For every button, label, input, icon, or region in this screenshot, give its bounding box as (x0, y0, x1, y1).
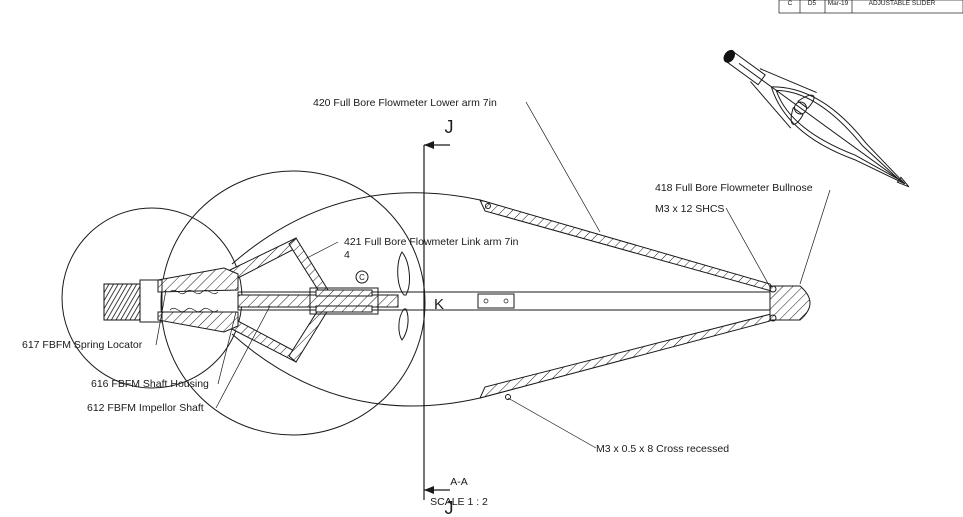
detail-circle-large (160, 170, 426, 436)
link-arm-lower-right (288, 306, 329, 363)
balloon-c (355, 270, 369, 284)
svg-text:C: C (359, 273, 365, 282)
spring-locator-knurl (103, 283, 141, 321)
section-scale: SCALE 1 : 2 (430, 496, 488, 508)
shaft-housing-lower (157, 311, 239, 333)
title-block-rev: C (788, 0, 793, 7)
callout-spring-locator: 617 FBFM Spring Locator (22, 339, 143, 351)
title-block-zone: D5 (808, 0, 817, 7)
bullnose (769, 285, 811, 321)
section-label-bottom: J (445, 498, 454, 517)
hub-housing (309, 287, 379, 315)
impellor-shaft-section (237, 294, 399, 308)
cross-recessed-screw (505, 394, 511, 400)
callout-shaft-housing: 616 FBFM Shaft Housing (91, 378, 209, 390)
callout-link-arm: 421 Full Bore Flowmeter Link arm 7in (344, 236, 519, 248)
adjustable-slider (477, 293, 515, 309)
impeller-blade-lower (398, 308, 409, 341)
detail-circle-small (61, 207, 243, 389)
callout-bullnose: 418 Full Bore Flowmeter Bullnose (655, 182, 813, 194)
flowmeter-assembly (103, 192, 811, 407)
title-block: C D5 Mar-19 ADJUSTABLE SLIDER (778, 0, 963, 14)
upper-lower-arm (479, 199, 777, 293)
shcs-screw (769, 285, 777, 293)
isometric-view (723, 49, 910, 188)
impeller-blade-upper (397, 251, 410, 296)
bottom-lower-arm (479, 312, 777, 399)
callout-shcs: M3 x 12 SHCS (655, 203, 724, 215)
link-arm-upper-right (288, 237, 329, 294)
title-block-description: ADJUSTABLE SLIDER (869, 0, 936, 7)
callout-cross-recessed: M3 x 0.5 x 8 Cross recessed (596, 443, 729, 455)
section-view-name: A-A (450, 476, 468, 488)
callout-link-arm-qty: 4 (344, 249, 350, 261)
leader-lines (155, 101, 831, 449)
title-block-date: Mar-19 (828, 0, 849, 7)
shaft-housing-upper (157, 267, 239, 293)
callout-lower-arm: 420 Full Bore Flowmeter Lower arm 7in (313, 97, 497, 109)
section-label-top: J (445, 117, 454, 137)
section-line (423, 141, 450, 500)
callout-impellor-shaft: 612 FBFM Impellor Shaft (87, 402, 204, 414)
detail-mark-k: K (434, 296, 444, 313)
